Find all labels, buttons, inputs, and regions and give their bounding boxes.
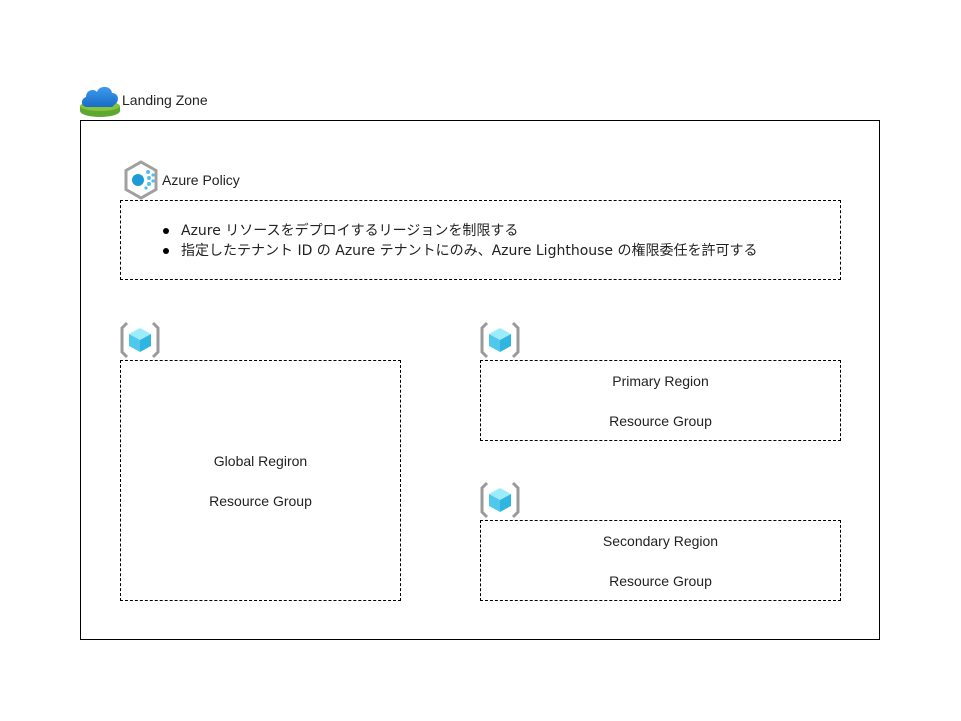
resource-group-type: Resource Group: [609, 572, 712, 589]
landing-zone-label: Landing Zone: [122, 92, 208, 108]
landing-zone-container: [80, 120, 880, 640]
policy-rule-item: 指定したテナント ID の Azure テナントにのみ、Azure Lighth…: [163, 241, 758, 261]
resource-group-type: Resource Group: [209, 492, 312, 509]
resource-group-name: Global Regiron: [213, 452, 308, 469]
resource-group-icon: [480, 320, 520, 360]
resource-group-label: Primary Region Resource Group: [609, 351, 712, 451]
policy-rules-list: Azure リソースをデプロイするリージョンを制限する 指定したテナント ID …: [163, 221, 758, 261]
resource-group-label: Global Regiron Resource Group: [209, 431, 312, 531]
secondary-region-resource-group: Secondary Region Resource Group: [480, 520, 841, 601]
policy-rule-item: Azure リソースをデプロイするリージョンを制限する: [163, 221, 758, 241]
primary-region-resource-group: Primary Region Resource Group: [480, 360, 841, 441]
resource-group-name: Secondary Region: [602, 532, 719, 549]
resource-group-label: Secondary Region Resource Group: [603, 511, 718, 611]
azure-policy-label: Azure Policy: [162, 172, 240, 188]
global-region-resource-group: Global Regiron Resource Group: [120, 360, 401, 601]
resource-group-name: Primary Region: [612, 372, 709, 389]
cloud-landing-zone-icon: [79, 80, 121, 120]
azure-policy-container: Azure リソースをデプロイするリージョンを制限する 指定したテナント ID …: [120, 200, 841, 280]
resource-group-type: Resource Group: [609, 412, 712, 429]
resource-group-icon: [480, 480, 520, 520]
azure-policy-icon: [121, 160, 161, 200]
resource-group-icon: [120, 320, 160, 360]
